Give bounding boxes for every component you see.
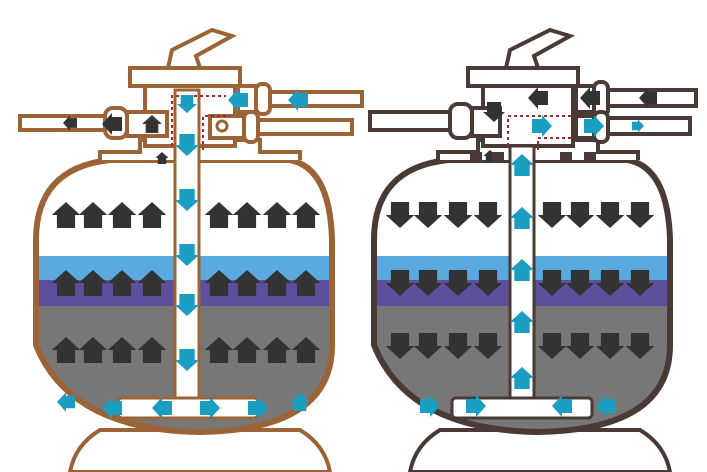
arrow-left-icon <box>528 87 548 109</box>
arrow-up-icon <box>509 207 535 229</box>
arrow-left-icon <box>552 395 572 417</box>
arrow-up-icon <box>107 337 137 363</box>
arrow-up-icon <box>291 202 321 228</box>
arrow-up-icon <box>262 270 292 296</box>
arrow-down-icon <box>443 270 473 296</box>
arrow-up-icon <box>51 337 81 363</box>
arrow-up-icon <box>137 202 167 228</box>
arrow-up-icon <box>78 202 108 228</box>
arrow-right-icon <box>200 397 220 419</box>
arrow-down-icon <box>443 202 473 228</box>
arrow-left-icon <box>102 397 122 419</box>
filter-base-right <box>407 428 673 472</box>
arrow-down-icon <box>443 333 473 359</box>
arrow-right-icon <box>584 115 604 137</box>
arrow-right-icon <box>420 395 440 417</box>
inlet-slot <box>492 152 504 160</box>
arrow-down-icon <box>413 333 443 359</box>
arrow-left-icon <box>102 113 122 135</box>
filter-base-left <box>67 428 333 472</box>
arrow-up-icon <box>509 367 535 389</box>
arrow-up-icon <box>204 270 234 296</box>
arrow-down-icon <box>174 244 200 266</box>
arrow-up-icon <box>155 152 169 164</box>
arrow-right-icon <box>532 115 552 137</box>
valve-head-left <box>128 66 242 88</box>
lever-handle-icon <box>503 27 576 70</box>
arrow-left-icon <box>639 88 657 108</box>
arrow-up-icon <box>291 270 321 296</box>
arrow-up-icon <box>509 154 535 176</box>
arrow-up-icon <box>204 337 234 363</box>
inlet-slot <box>560 152 572 160</box>
arrow-up-icon <box>107 270 137 296</box>
arrow-up-icon <box>262 337 292 363</box>
arrow-up-icon <box>204 202 234 228</box>
arrow-up-icon <box>509 311 535 333</box>
arrow-left-icon <box>152 397 172 419</box>
arrow-down-icon <box>473 333 503 359</box>
arrow-up-icon <box>232 337 262 363</box>
arrow-up-icon <box>232 202 262 228</box>
arrow-down-icon <box>473 202 503 228</box>
arrow-up-icon <box>509 259 535 281</box>
lever-handle-icon <box>165 27 238 70</box>
arrow-right-icon <box>248 397 268 419</box>
arrow-left-icon <box>63 115 77 131</box>
inlet-slot <box>584 152 596 160</box>
arrow-right-icon <box>466 395 486 417</box>
arrow-up-icon <box>291 337 321 363</box>
inlet-slot <box>470 152 482 160</box>
arrow-down-icon <box>473 270 503 296</box>
arrow-up-icon <box>51 270 81 296</box>
arrow-up-icon <box>78 270 108 296</box>
arrow-left-icon <box>288 89 308 111</box>
arrow-down-icon <box>385 270 415 296</box>
arrow-up-icon <box>142 115 162 133</box>
arrow-left-icon <box>228 89 248 111</box>
arrow-down-icon <box>174 349 200 371</box>
arrow-up-icon <box>51 202 81 228</box>
lateral-left <box>116 396 260 420</box>
tank-outline-right <box>371 157 673 436</box>
arrow-down-icon <box>385 202 415 228</box>
arrow-down-icon <box>385 333 415 359</box>
arrow-left-icon <box>596 395 616 417</box>
arrow-down-icon <box>413 270 443 296</box>
arrow-up-icon <box>262 202 292 228</box>
arrow-down-icon <box>413 202 443 228</box>
arrow-up-icon <box>107 202 137 228</box>
tank-outline-left <box>33 157 335 436</box>
arrow-up-icon <box>78 337 108 363</box>
arrow-down-icon <box>174 189 200 211</box>
arrow-down-icon <box>174 294 200 316</box>
arrow-up-icon <box>232 270 262 296</box>
arrow-down-icon <box>483 102 505 122</box>
arrow-left-icon <box>580 87 600 109</box>
arrow-down-icon <box>174 134 200 156</box>
arrow-down-icon <box>177 95 197 113</box>
arrow-up-icon <box>137 270 167 296</box>
arrow-up-icon <box>137 337 167 363</box>
valve-head-right <box>466 66 580 88</box>
